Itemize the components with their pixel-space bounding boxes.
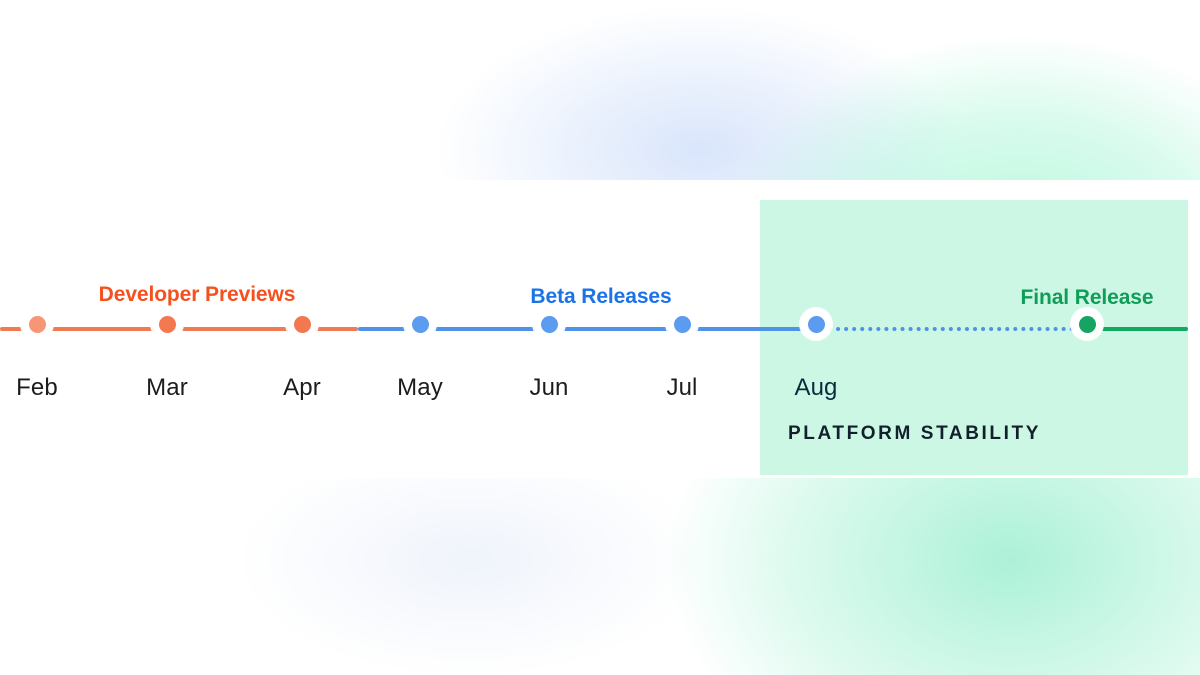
timeline-node-may[interactable]: [403, 307, 437, 341]
timeline-card: Developer Previews Beta Releases Final Rel…: [0, 180, 1200, 478]
timeline-node-final-release[interactable]: [1070, 307, 1104, 341]
node-dot: [673, 315, 691, 333]
timeline-node-mar[interactable]: [150, 307, 184, 341]
month-label-feb: Feb: [16, 374, 58, 401]
node-dot: [293, 315, 311, 333]
phase-label-developer-previews: Developer Previews: [98, 283, 296, 306]
timeline-node-feb[interactable]: [20, 307, 54, 341]
node-dot: [28, 315, 46, 333]
platform-stability-caption: PLATFORM STABILITY: [788, 423, 1041, 444]
timeline-node-jul[interactable]: [665, 307, 699, 341]
month-label-may: May: [397, 374, 443, 401]
phase-label-final-release: Final Release: [1020, 286, 1154, 309]
node-dot: [1078, 315, 1096, 333]
timeline-node-aug[interactable]: [799, 307, 833, 341]
rail-segment-3: [828, 327, 1074, 335]
month-label-jun: Jun: [529, 374, 569, 401]
timeline-node-apr[interactable]: [285, 307, 319, 341]
node-dot: [158, 315, 176, 333]
month-label-apr: Apr: [283, 374, 321, 401]
node-dot: [411, 315, 429, 333]
month-label-jul: Jul: [666, 374, 698, 401]
node-dot: [540, 315, 558, 333]
phase-label-beta-releases: Beta Releases: [530, 285, 672, 308]
timeline-node-jun[interactable]: [532, 307, 566, 341]
rail-segment-4: [1098, 327, 1188, 331]
node-dot: [807, 315, 825, 333]
platform-stability-band: [760, 200, 1188, 475]
month-label-aug: Aug: [794, 374, 838, 401]
rail-segment-2: [358, 327, 816, 331]
month-label-mar: Mar: [146, 374, 188, 401]
timeline-rail: [0, 307, 1200, 341]
